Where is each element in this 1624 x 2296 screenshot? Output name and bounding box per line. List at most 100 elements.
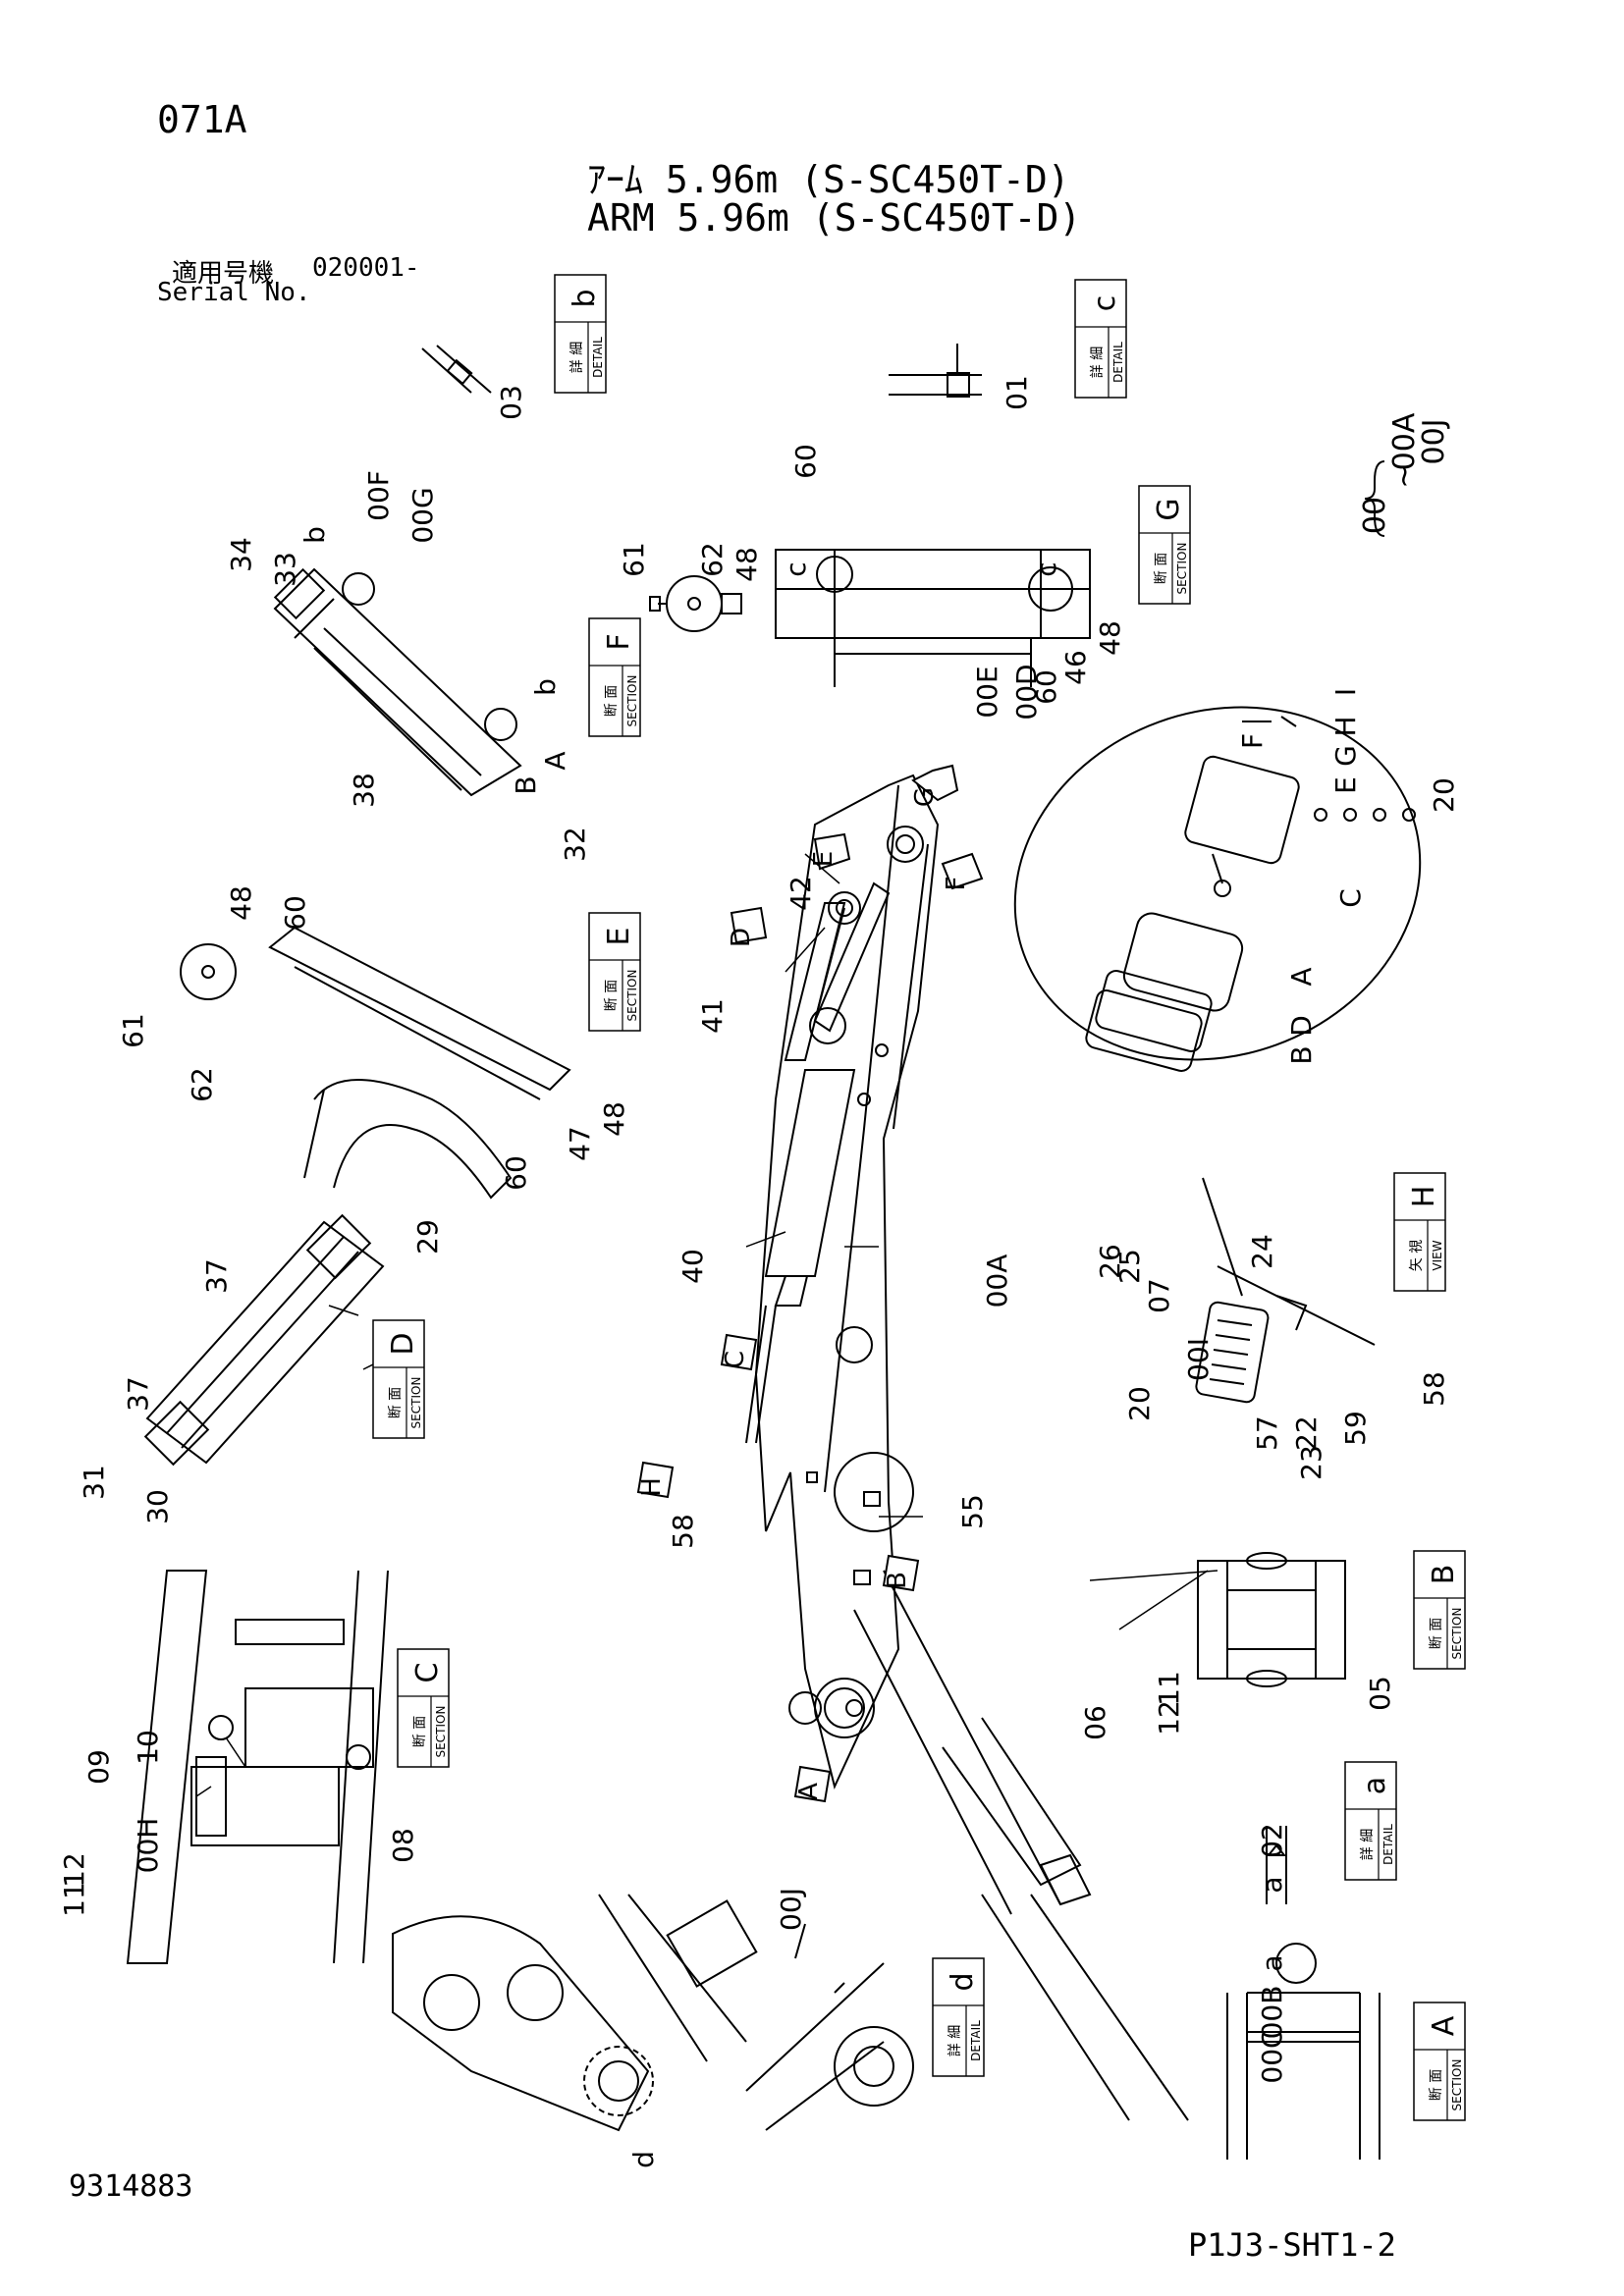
view-arrow-label: G: [910, 787, 940, 807]
callout-label: E: [1329, 776, 1362, 794]
box-label-ja: 詳 細: [569, 342, 585, 373]
callout-label: 23: [1295, 1445, 1327, 1480]
callout-label: 00C: [1256, 2029, 1288, 2083]
view-arrow-h: [636, 1461, 675, 1499]
box-letter: D: [386, 1332, 420, 1355]
title-japanese: ｱｰﾑ 5.96m (S-SC450T-D): [587, 158, 1070, 201]
callout-label: 58: [667, 1514, 699, 1549]
sheet-id: P1J3-SHT1-2: [1188, 2226, 1396, 2264]
box-section-d: 断 面 SECTION D: [372, 1319, 425, 1439]
box-letter: a: [1358, 1777, 1392, 1794]
section-g-sketch: [649, 549, 1091, 687]
box-label-ja: 断 面: [604, 980, 620, 1011]
callout-label: 48: [225, 885, 257, 921]
view-arrow-e: [813, 832, 851, 871]
document-number: 9314883: [69, 2169, 193, 2204]
callout-label: 62: [696, 542, 729, 577]
view-arrow-d: [730, 906, 768, 944]
box-letter: C: [410, 1663, 445, 1683]
box-letter: G: [1152, 498, 1186, 520]
view-arrow-b: [882, 1554, 920, 1592]
callout-label: 31: [78, 1465, 110, 1500]
page-code: 071A: [157, 98, 247, 141]
callout-label: 00J: [775, 1888, 807, 1931]
callout-label: 00E: [971, 666, 1003, 718]
box-label-en: SECTION: [625, 675, 639, 727]
box-label-ja: 詳 細: [1090, 347, 1106, 378]
callout-label: 59: [1339, 1411, 1372, 1446]
serial-label-english: Serial No.: [157, 278, 311, 307]
callout-label: a: [1256, 1876, 1288, 1893]
bottom-left-detail-sketch: [392, 1894, 758, 2132]
view-arrow-label: D: [727, 928, 756, 947]
box-letter: b: [568, 289, 602, 307]
callout-label: 05: [1364, 1676, 1396, 1711]
box-letter: H: [1407, 1186, 1441, 1208]
callout-label: b: [298, 526, 331, 544]
box-label-en: VIEW: [1431, 1240, 1444, 1270]
view-arrow-label: F: [942, 877, 971, 891]
box-section-c: 断 面 SECTION C: [397, 1648, 450, 1768]
callout-label: 60: [1030, 669, 1062, 705]
callout-label: 46: [1059, 650, 1092, 685]
detail-c-sketch: [889, 344, 982, 398]
callout-label: I: [1329, 688, 1362, 696]
callout-label: 57: [1251, 1415, 1283, 1451]
box-label-ja: 断 面: [388, 1387, 404, 1418]
callout-label: B: [510, 775, 542, 794]
view-arrow-label: C: [721, 1351, 750, 1368]
box-letter: c: [1088, 295, 1122, 312]
callout-label: 01: [1001, 375, 1033, 410]
brace-bottom-label: 00J: [1417, 418, 1451, 464]
callout-label: H: [1329, 716, 1362, 736]
callout-label: 20: [1428, 777, 1460, 813]
view-arrow-a: [793, 1765, 832, 1803]
section-e-sketch: [180, 926, 571, 1200]
bucket-cylinder: [745, 881, 891, 1444]
box-label-ja: 断 面: [604, 685, 620, 717]
callout-label: 24: [1246, 1234, 1278, 1269]
view-arrow-label: E: [809, 851, 839, 867]
detail-d-sketch: [745, 1923, 914, 2131]
callout-label: 00F: [362, 470, 395, 521]
box-label-en: SECTION: [1175, 543, 1189, 595]
callout-label: 12: [58, 1852, 90, 1888]
box-label-en: SECTION: [434, 1706, 448, 1758]
callout-label: 26: [1094, 1244, 1126, 1279]
serial-number-value: 020001-: [312, 253, 420, 283]
box-label-ja: 矢 視: [1409, 1240, 1425, 1271]
callout-label: 07: [1143, 1278, 1175, 1313]
callout-label: 25: [1113, 1249, 1146, 1284]
box-label-ja: 断 面: [412, 1716, 428, 1747]
view-arrow-c: [720, 1333, 758, 1371]
box-section-f: 断 面 SECTION F: [588, 617, 641, 737]
callout-label: 34: [225, 537, 257, 572]
box-letter: E: [602, 928, 636, 946]
box-label-en: SECTION: [409, 1377, 423, 1429]
box-view-h: 矢 視 VIEW H: [1393, 1172, 1446, 1292]
callout-label: 61: [117, 1013, 149, 1048]
box-label-ja: 断 面: [1429, 1618, 1444, 1649]
callout-label: 60: [789, 444, 822, 479]
box-label-ja: 詳 細: [947, 2025, 963, 2056]
callout-label: 42: [785, 876, 817, 911]
box-letter: F: [602, 633, 636, 650]
callout-label: 00D: [1010, 664, 1043, 720]
title-english: ARM 5.96m (S-SC450T-D): [587, 196, 1082, 240]
callout-label: 33: [269, 552, 301, 587]
callout-label: 08: [387, 1828, 419, 1863]
callout-label: 22: [1290, 1415, 1323, 1451]
callout-label: c: [780, 561, 812, 576]
detail-b-sketch: [421, 345, 492, 394]
view-arrow-label: B: [883, 1572, 912, 1589]
callout-label: 00G: [406, 487, 439, 543]
callout-label: 00B: [1256, 1986, 1288, 2040]
